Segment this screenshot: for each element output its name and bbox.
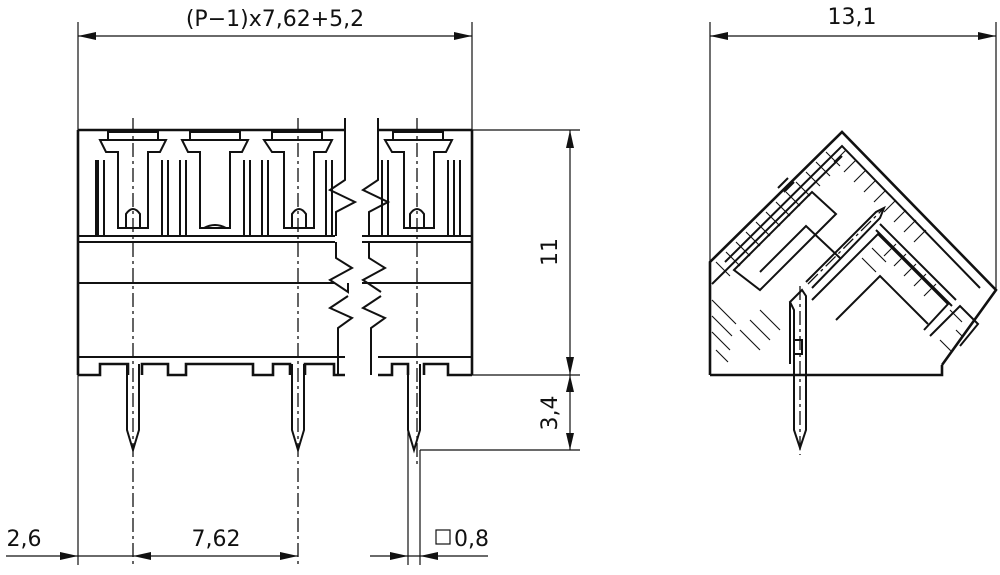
side-outline — [708, 130, 998, 377]
clamp-1 — [97, 131, 169, 236]
break-lines — [327, 118, 391, 375]
side-pin — [788, 205, 886, 455]
dimension-side-depth: 13,1 — [709, 5, 997, 290]
housing-outline — [76, 128, 474, 377]
dimension-height: 11 — [472, 129, 580, 376]
clamp-2 — [179, 131, 251, 236]
center-lines — [132, 118, 418, 565]
edge-offset-label: 2,6 — [7, 527, 42, 552]
dimension-pin-length: 3,4 — [420, 375, 580, 451]
side-depth-label: 13,1 — [828, 5, 877, 30]
side-hatching — [711, 149, 969, 363]
clamp-4 — [381, 131, 455, 236]
pin-3 — [407, 364, 421, 454]
dimension-total-width: (P−1)x7,62+5,2 — [77, 7, 473, 130]
pin-length-label: 3,4 — [538, 396, 563, 431]
pin-size-label: 0,8 — [454, 527, 489, 552]
pitch-label: 7,62 — [192, 527, 241, 552]
square-symbol-icon — [435, 529, 451, 545]
dimension-pin-size: 0,8 — [370, 430, 489, 565]
height-label: 11 — [538, 238, 563, 266]
front-view — [76, 118, 474, 565]
dimension-pitch: 7,62 — [133, 527, 298, 560]
side-view — [708, 130, 998, 455]
dimension-edge-offset: 2,6 — [6, 375, 151, 565]
total-width-label: (P−1)x7,62+5,2 — [186, 7, 364, 32]
clamp-3 — [261, 131, 334, 236]
